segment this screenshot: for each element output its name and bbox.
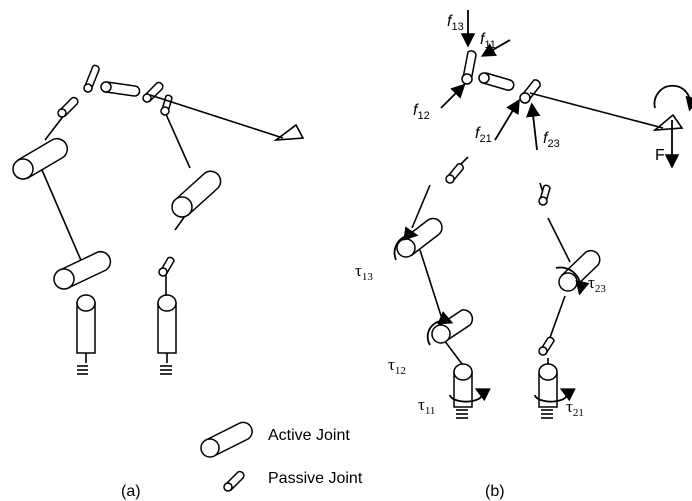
label-tau21: τ21 <box>566 397 584 419</box>
moment-arrow-F <box>653 84 692 112</box>
link-left-mid-a <box>41 169 87 273</box>
link-left-mid-b <box>419 249 444 323</box>
object-tip-b <box>652 113 684 131</box>
torque-arc-t11 <box>449 388 491 403</box>
panel-a <box>12 64 305 375</box>
label-tau23: τ23 <box>588 273 606 295</box>
link-left-base-b <box>443 339 463 365</box>
active-joint-right-mid-a <box>171 170 222 218</box>
active-joint-left-mid-b <box>431 309 474 344</box>
ground-hatch-left-b <box>456 409 468 419</box>
passive-joint-right-up-a <box>160 94 173 116</box>
ground-hatch-right-a <box>160 365 172 375</box>
link-right-upper-a <box>164 111 191 169</box>
passive-joint-left-b <box>445 163 464 184</box>
force-arrow-f12 <box>440 83 466 109</box>
legend: Active Joint Passive Joint <box>200 421 363 492</box>
label-F: F <box>655 147 665 164</box>
torque-arc-t12 <box>426 311 454 346</box>
link-right-mid-b <box>547 295 566 344</box>
passive-joint-top-a <box>100 81 141 97</box>
passive-joint-top-b <box>478 72 515 91</box>
object-link-b <box>529 92 664 129</box>
passive-joint-right-low-b <box>538 336 555 356</box>
label-f21: f21 <box>475 125 492 145</box>
active-joint-base-left-b <box>453 363 473 408</box>
panel-label-b: (b) <box>485 483 505 500</box>
label-tau11: τ11 <box>418 395 435 417</box>
active-joint-right-mid-b <box>558 249 601 292</box>
label-tau12: τ12 <box>388 355 406 377</box>
panel-b <box>393 10 692 419</box>
torque-arc-t23 <box>555 266 590 296</box>
active-joint-left-upper-a <box>12 137 68 180</box>
passive-joint-right-low-a <box>158 256 175 277</box>
label-f23: f23 <box>543 130 560 150</box>
active-joint-left-upper-b <box>396 217 443 258</box>
passive-joint-right-top-a <box>142 81 164 103</box>
link-right-upper-b <box>547 217 571 263</box>
panel-label-a: (a) <box>121 483 141 500</box>
ground-hatch-right-b <box>541 409 553 419</box>
ground-hatch-left-a <box>77 365 88 375</box>
active-joint-left-mid-a <box>53 250 112 290</box>
force-arrow-f11 <box>480 39 511 57</box>
label-tau13: τ13 <box>355 261 373 283</box>
legend-passive-label: Passive Joint <box>268 470 363 487</box>
active-joint-base-left-a <box>76 294 96 363</box>
torque-arc-t21 <box>534 388 576 403</box>
force-arrow-f23 <box>526 102 541 151</box>
force-arrow-f21 <box>494 98 520 141</box>
label-f11: f11 <box>480 31 496 51</box>
object-tip-a <box>273 123 305 141</box>
active-joint-base-right-a <box>157 294 177 363</box>
passive-joint-fingertip-2-b <box>519 79 541 104</box>
legend-active-label: Active Joint <box>268 427 350 444</box>
passive-joint-fingertip-1-b <box>461 50 477 85</box>
label-f13: f13 <box>447 13 464 33</box>
active-joint-base-right-b <box>538 363 558 408</box>
link-left-upper-b <box>411 184 431 229</box>
legend-passive-joint-icon <box>223 470 245 492</box>
legend-active-joint-icon <box>200 421 253 458</box>
torque-arc-t13 <box>393 226 419 261</box>
passive-joint-right-up-b <box>538 184 551 206</box>
label-f12: f12 <box>413 102 430 122</box>
passive-joint-left-1-a <box>57 96 79 118</box>
passive-joint-left-2-a <box>83 64 100 93</box>
object-link-a <box>149 94 284 139</box>
